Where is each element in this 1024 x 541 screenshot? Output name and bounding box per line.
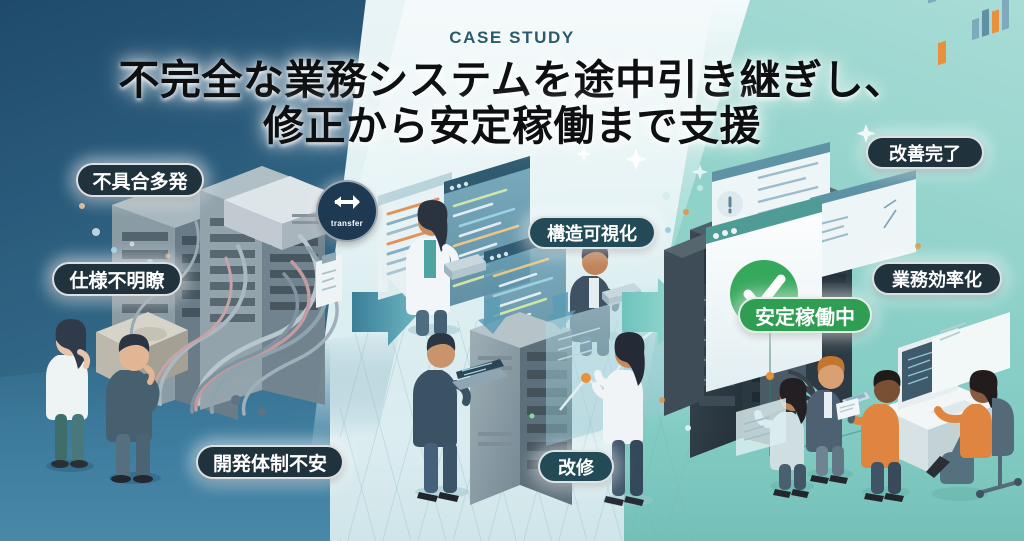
badge-efficiency-label: 業務効率化: [892, 269, 982, 290]
badge-spec-unclear-label: 仕様不明瞭: [69, 270, 165, 292]
mini-hologram-card: [736, 398, 786, 456]
decorative-dots: [79, 124, 921, 431]
engineer-with-laptop-left: [406, 200, 486, 336]
page-title: 不完全な業務システムを途中引き継ぎし、 修正から安定稼働まで支援: [0, 57, 1024, 150]
worried-staff-group: [46, 318, 161, 484]
badge-repair: 改修: [538, 450, 614, 483]
architecture-diagram-card: [810, 170, 916, 280]
badge-bugs-label: 不具合多発: [92, 171, 188, 193]
badge-bugs: 不具合多発: [76, 163, 204, 197]
hero-header: CASE STUDY 不完全な業務システムを途中引き継ぎし、 修正から安定稼働ま…: [0, 0, 1024, 150]
badge-improved: 改善完了: [866, 136, 984, 169]
badge-improved-label: 改善完了: [889, 143, 961, 164]
flow-arrow-left-to-middle: [352, 278, 420, 346]
badge-stable-label: 安定稼働中: [755, 306, 855, 329]
badge-stable: 安定稼働中: [738, 297, 872, 333]
transfer-badge: transfer: [316, 180, 378, 242]
transfer-label: transfer: [330, 218, 364, 228]
headline-line-1: 不完全な業務システムを途中引き継ぎし、: [118, 57, 906, 103]
badge-visualize: 構造可視化: [528, 216, 656, 249]
two-way-arrows-icon: [334, 194, 360, 209]
clipboard-icon: [316, 252, 342, 308]
badge-efficiency: 業務効率化: [872, 262, 1002, 295]
stable-status-window: [706, 196, 822, 392]
office-team-scene: [736, 0, 1022, 502]
eyebrow-label: CASE STUDY: [449, 28, 575, 47]
badge-dev-structure-label: 開発体制不安: [212, 453, 327, 475]
badge-spec-unclear: 仕様不明瞭: [52, 262, 182, 296]
engineer-touching-panel: [592, 332, 653, 506]
badge-visualize-label: 構造可視化: [547, 223, 637, 244]
badge-dev-structure: 開発体制不安: [196, 445, 344, 479]
badge-repair-label: 改修: [558, 457, 594, 478]
headline-line-2: 修正から安定稼働まで支援: [263, 102, 761, 149]
engineer-with-laptop-lower: [413, 333, 508, 502]
